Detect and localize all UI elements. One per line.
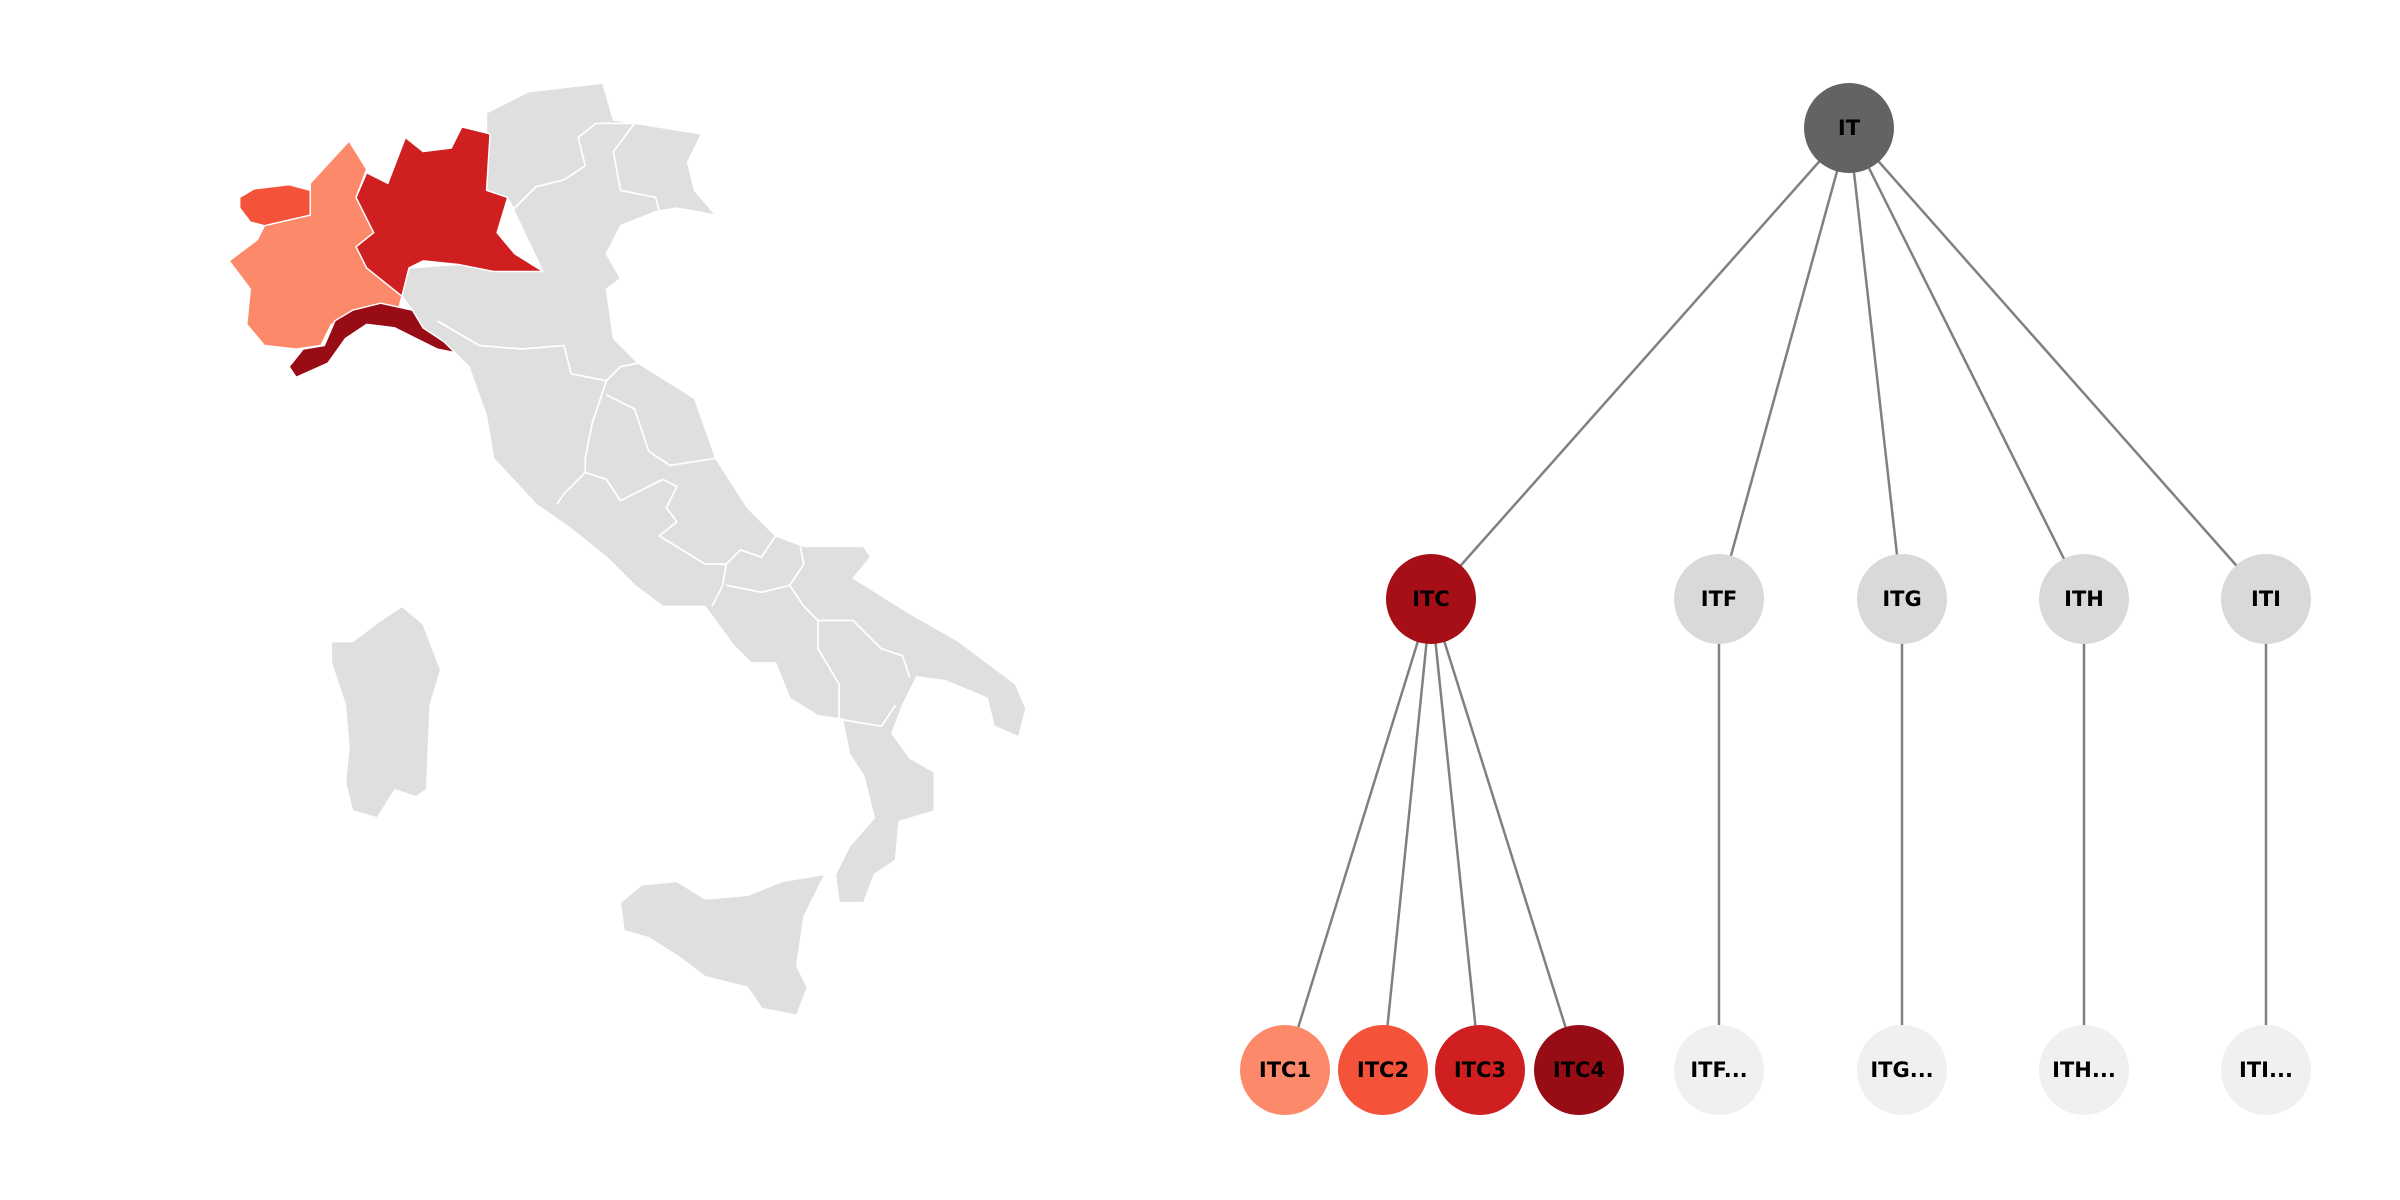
tree-edges: [1283, 127, 2268, 1071]
tree-node-label: ITC2: [1357, 1058, 1409, 1082]
tree-edge-itc-itc2: [1381, 598, 1433, 1071]
tree-node-itc2[interactable]: ITC2: [1338, 1025, 1428, 1115]
tree-edge-itc-itc4: [1429, 598, 1581, 1071]
tree-node-circle[interactable]: [2039, 1025, 2129, 1115]
tree-edge-itc-itc1: [1283, 598, 1433, 1071]
tree-node-circle[interactable]: [1674, 554, 1764, 644]
tree-nodes: IT ITC ITF ITG ITH ITI ITC1 ITC2 ITC3 ITC4 ITF... I…: [1240, 83, 2311, 1115]
tree-node-it[interactable]: IT: [1804, 83, 1894, 173]
tree-edge-it-ith: [1847, 127, 2086, 600]
tree-node-circle[interactable]: [1857, 554, 1947, 644]
tree-node-label: ITC: [1412, 587, 1450, 611]
tree-node-label: ITH: [2064, 587, 2104, 611]
tree-node-itf[interactable]: ITF: [1674, 554, 1764, 644]
tree-node-itc3[interactable]: ITC3: [1435, 1025, 1525, 1115]
tree-node-circle[interactable]: [1240, 1025, 1330, 1115]
tree-edge-it-itc: [1430, 127, 1850, 600]
tree-node-itf-more[interactable]: ITF...: [1674, 1025, 1764, 1115]
tree-edge-itc-itc3: [1429, 598, 1482, 1071]
tree-node-circle[interactable]: [2221, 1025, 2311, 1115]
map-region-itc2: [239, 184, 311, 227]
tree-node-label: ITC4: [1553, 1058, 1605, 1082]
tree-node-itc[interactable]: ITC: [1386, 554, 1476, 644]
tree-node-label: ITC1: [1259, 1058, 1311, 1082]
tree-edge-it-itf: [1717, 127, 1851, 600]
tree-node-iti-more[interactable]: ITI...: [2221, 1025, 2311, 1115]
tree-node-label: ITH...: [2052, 1058, 2116, 1082]
tree-node-label: ITC3: [1454, 1058, 1506, 1082]
map-region-itc4: [288, 302, 456, 378]
tree-node-circle[interactable]: [2221, 554, 2311, 644]
tree-node-itg-more[interactable]: ITG...: [1857, 1025, 1947, 1115]
map-region-rest-of-italy: [401, 82, 1027, 904]
tree-node-iti[interactable]: ITI: [2221, 554, 2311, 644]
tree-node-ith[interactable]: ITH: [2039, 554, 2129, 644]
tree-node-label: ITI: [2251, 587, 2281, 611]
tree-edge-it-itg: [1847, 127, 1904, 600]
italy-choropleth-map: [228, 82, 1027, 1017]
tree-node-label: ITI...: [2239, 1058, 2293, 1082]
tree-node-circle[interactable]: [1857, 1025, 1947, 1115]
tree-node-itc4[interactable]: ITC4: [1534, 1025, 1624, 1115]
tree-node-itg[interactable]: ITG: [1857, 554, 1947, 644]
tree-node-circle[interactable]: [1386, 554, 1476, 644]
tree-node-label: ITF: [1701, 587, 1737, 611]
tree-node-circle[interactable]: [1534, 1025, 1624, 1115]
map-region-itc3: [355, 126, 544, 297]
tree-node-label: ITF...: [1690, 1058, 1747, 1082]
tree-node-circle[interactable]: [1674, 1025, 1764, 1115]
map-region-sardinia: [330, 605, 442, 819]
map-internal-borders: [436, 122, 911, 728]
tree-node-label: IT: [1838, 116, 1861, 140]
tree-node-circle[interactable]: [1338, 1025, 1428, 1115]
tree-node-ith-more[interactable]: ITH...: [2039, 1025, 2129, 1115]
tree-edge-it-iti: [1848, 127, 2267, 600]
tree-node-label: ITG: [1882, 587, 1921, 611]
map-region-sicily: [619, 873, 826, 1017]
tree-node-label: ITG...: [1870, 1058, 1933, 1082]
tree-node-circle[interactable]: [2039, 554, 2129, 644]
tree-node-circle[interactable]: [1435, 1025, 1525, 1115]
tree-node-circle[interactable]: [1804, 83, 1894, 173]
tree-node-itc1[interactable]: ITC1: [1240, 1025, 1330, 1115]
